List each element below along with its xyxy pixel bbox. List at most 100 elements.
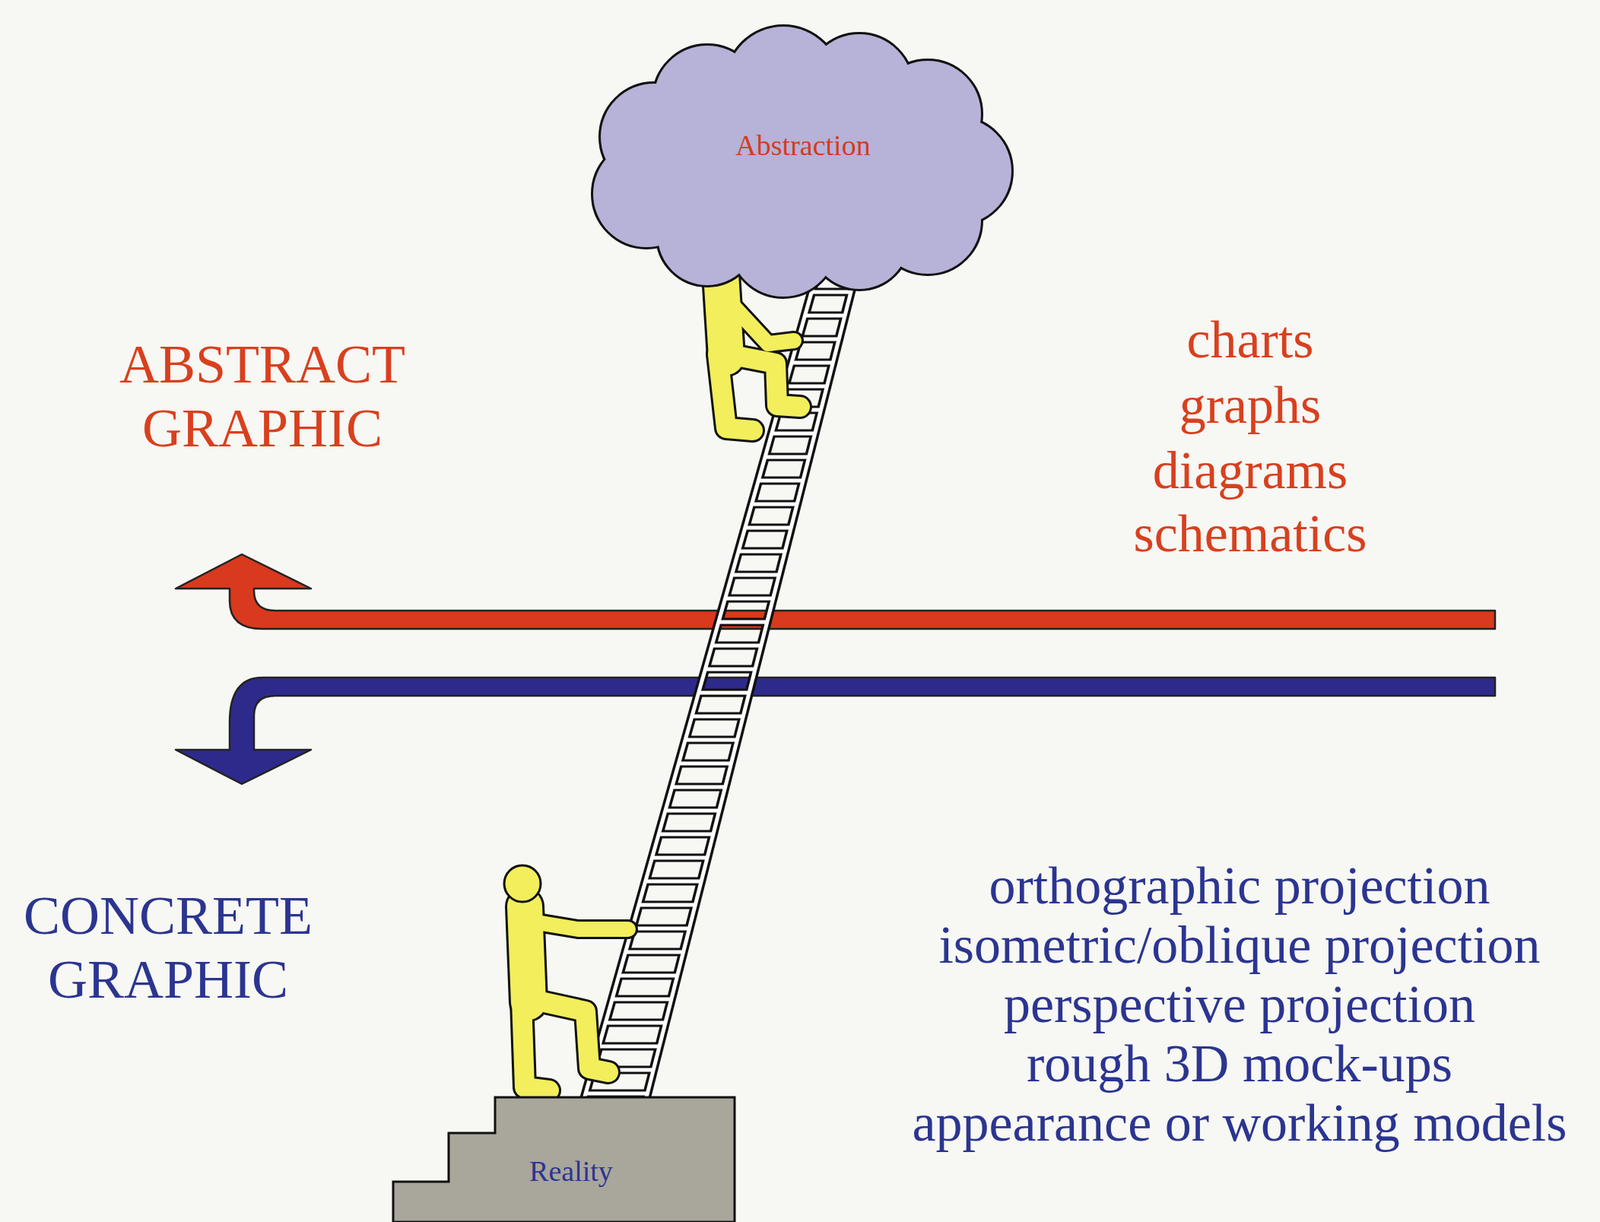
- ladder-rung: [692, 714, 743, 719]
- reality-steps: Reality: [393, 1097, 735, 1222]
- ladder-rail: [642, 273, 856, 1113]
- ladder-rung: [619, 974, 678, 978]
- ladder-rung: [784, 384, 827, 389]
- ladder-rung: [804, 311, 845, 321]
- node-label: Abstraction: [735, 129, 870, 163]
- item-label: rough 3D mock-ups: [1026, 1034, 1453, 1094]
- ladder-rung: [692, 712, 743, 721]
- item-label: appearance or working models: [911, 1093, 1567, 1153]
- category-label: CONCRETE GRAPHIC: [8, 883, 328, 1012]
- ladder-rung: [711, 644, 762, 648]
- ladder-rung: [599, 1044, 661, 1049]
- climbers: [504, 273, 800, 1091]
- item-label: perspective projection: [1003, 974, 1476, 1035]
- limb: [731, 304, 794, 344]
- ladder-rung: [651, 856, 708, 861]
- ladder-rung: [658, 830, 714, 839]
- abstraction-cloud: Abstraction: [562, 22, 1027, 301]
- ladder-rung: [651, 853, 708, 863]
- ladder-rung: [619, 971, 678, 981]
- limb: [521, 1000, 550, 1091]
- item-label: schematics: [1133, 503, 1367, 565]
- ladder-rung: [698, 691, 750, 696]
- ladder-rung: [784, 382, 827, 391]
- limb: [728, 354, 800, 407]
- item-label: charts: [1186, 307, 1314, 373]
- ladder-rung: [758, 479, 804, 483]
- ladder-rung: [658, 832, 714, 837]
- ladder-rung: [645, 877, 702, 886]
- ladder-rung: [771, 429, 816, 439]
- steps-shape: [393, 1097, 735, 1222]
- ladder-rung: [745, 526, 791, 531]
- ladder: [581, 273, 856, 1113]
- ladder-rung: [791, 358, 833, 368]
- limb-outline: [720, 273, 727, 358]
- ladder-rung: [738, 549, 785, 554]
- ladder-rung: [791, 361, 833, 366]
- ladder-rung: [731, 573, 779, 578]
- ladder-rung: [738, 547, 785, 556]
- ladder-rung: [605, 1021, 666, 1026]
- item-label: diagrams: [1152, 438, 1349, 504]
- ladder-rung: [605, 1019, 666, 1028]
- ladder-rung: [798, 335, 839, 344]
- ladder-rung: [731, 571, 779, 580]
- ladder-rung: [771, 431, 816, 436]
- ladder-rung: [745, 523, 791, 533]
- ladder-rung: [752, 502, 798, 507]
- ladder-rung: [638, 901, 696, 910]
- ladder-rung: [585, 1092, 648, 1096]
- ladder-rung: [631, 924, 689, 934]
- cloud-fill: [593, 140, 700, 248]
- item-label: isometric/oblique projection: [938, 915, 1540, 975]
- ladder-rung: [678, 759, 731, 769]
- limb-outline: [533, 1000, 609, 1073]
- cloud-outline: [562, 22, 1027, 301]
- ladder-rung: [758, 476, 804, 486]
- ladder-rung: [718, 620, 768, 625]
- concrete-arrow: [175, 677, 1496, 785]
- ladder-rung: [665, 809, 720, 813]
- climber-figure: [504, 865, 629, 1091]
- ladder-rung: [685, 738, 737, 743]
- limb: [533, 1000, 609, 1073]
- ladder-rung: [599, 1042, 661, 1051]
- abstract-arrow: [175, 554, 1496, 629]
- ladder-rung: [752, 500, 798, 509]
- head: [504, 865, 541, 902]
- ladder-rung: [704, 667, 756, 672]
- limb: [720, 273, 727, 358]
- cloud-bump: [593, 140, 700, 248]
- ladder-rail: [581, 273, 817, 1108]
- ladder-rung: [612, 995, 672, 1004]
- ladder-rung: [725, 596, 774, 601]
- ladder-rung: [645, 879, 702, 884]
- ladder-rung: [698, 688, 750, 698]
- ladder-rung: [631, 926, 689, 931]
- ladder-rung: [725, 594, 774, 604]
- node-label: Reality: [529, 1155, 613, 1189]
- ladder-rung: [672, 785, 726, 790]
- ladder-rung: [704, 665, 756, 674]
- ladder-rung: [612, 997, 672, 1002]
- limb-outline: [532, 921, 629, 930]
- ladder-rung: [625, 948, 684, 957]
- ladder-rung: [665, 806, 720, 816]
- ladder-rung: [765, 453, 810, 462]
- item-label: orthographic projection: [989, 856, 1491, 916]
- ladder-rung: [718, 618, 768, 627]
- category-label: ABSTRACT GRAPHIC: [102, 332, 423, 461]
- ladder-rail: [642, 273, 856, 1113]
- ladder-rung: [685, 736, 737, 745]
- ladder-rung: [638, 903, 696, 908]
- ladder-rung: [672, 783, 726, 792]
- ladder-rung: [678, 761, 731, 766]
- ladder-rung: [811, 290, 851, 295]
- limb: [717, 354, 753, 431]
- limb-outline: [728, 354, 800, 407]
- ladder-rung: [765, 455, 810, 460]
- ladder-rung: [711, 641, 762, 651]
- ladder-rail: [581, 273, 817, 1108]
